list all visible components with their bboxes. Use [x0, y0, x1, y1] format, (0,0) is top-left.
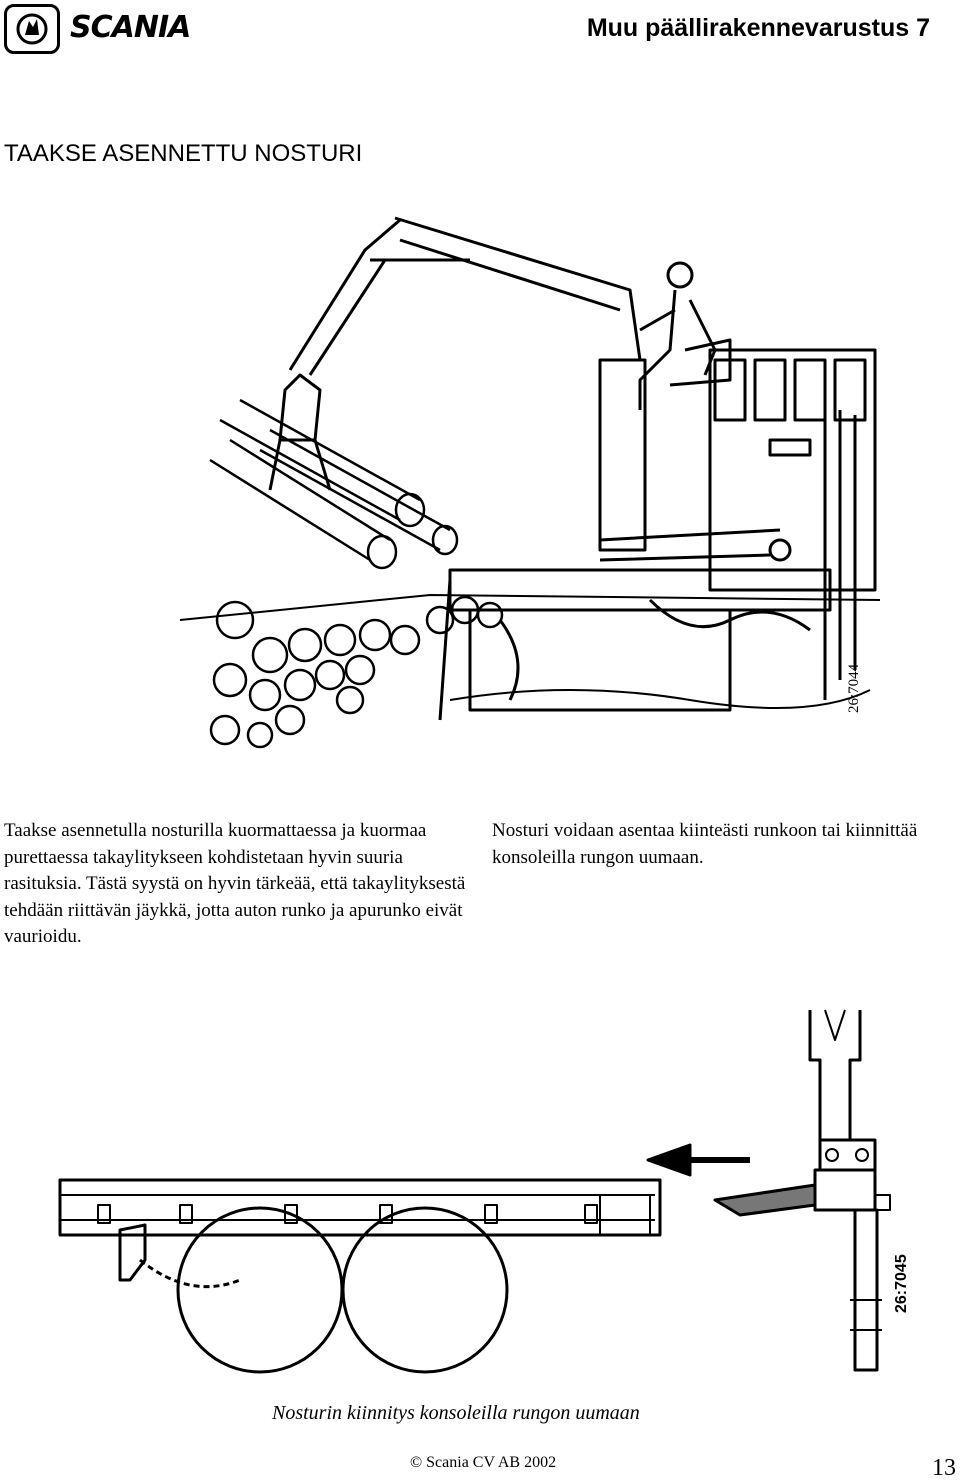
figure-code: 26:7045 — [893, 1254, 910, 1313]
document-title: Muu päällirakennevarustus 7 — [586, 14, 930, 42]
figure-caption: Nosturin kiinnitys konsoleilla rungon uu… — [272, 1402, 640, 1424]
scania-griffin-logo-icon — [4, 4, 60, 54]
rear-crane-illustration — [179, 216, 881, 749]
section-title: TAAKSE ASENNETTU NOSTURI — [4, 140, 363, 167]
frame-console-mounting-diagram — [58, 1009, 891, 1374]
paragraph-right: Nosturi voidaan asentaa kiinteästi runko… — [492, 820, 918, 868]
brand-logo: SCANIA — [70, 10, 191, 45]
copyright-text: © Scania CV AB 2002 — [410, 1454, 557, 1471]
figure-code: 26:7044 — [846, 663, 862, 713]
paragraph-left: Taakse asennetulla nosturilla kuormattae… — [4, 820, 466, 947]
page-number: 13 — [932, 1455, 956, 1481]
